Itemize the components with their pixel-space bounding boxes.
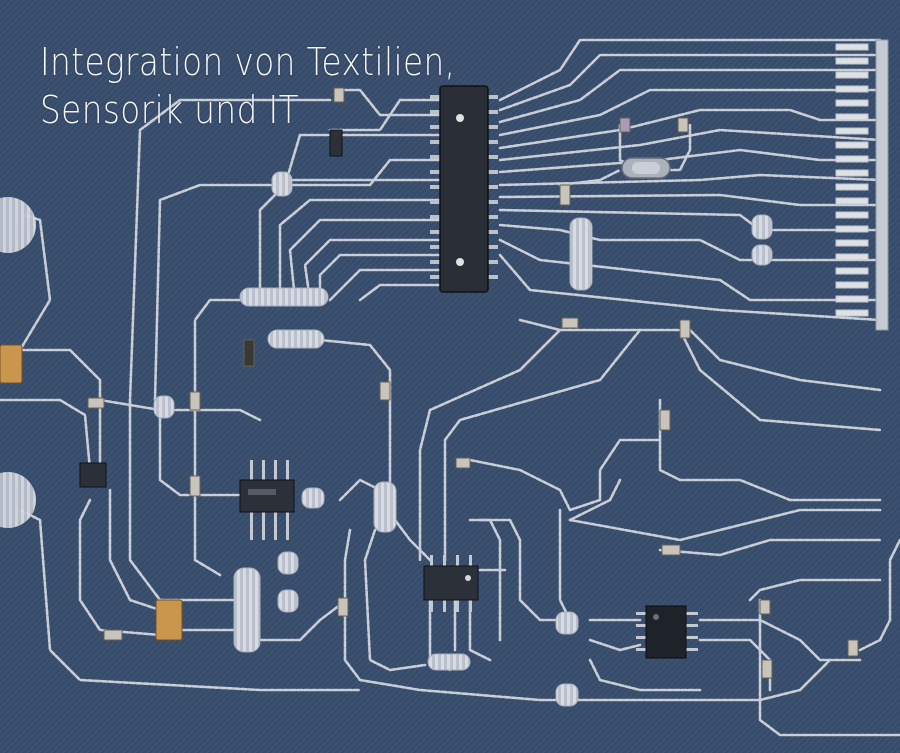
ic-sensor [239, 460, 295, 540]
photo-caption: Integration von Textilien, Sensorik und … [40, 38, 455, 134]
small-ics [79, 460, 698, 659]
edge-connector [835, 39, 889, 331]
capacitor-bottom [155, 599, 183, 641]
caption-line-1: Integration von Textilien, [40, 40, 456, 84]
ic-lower-right [636, 605, 698, 659]
ic-left [79, 462, 107, 488]
sensor-pad-top [0, 197, 36, 253]
stitched-components [153, 171, 773, 707]
caption-line-2: Sensorik und IT [40, 88, 300, 132]
sensor-pad-bottom [0, 472, 36, 528]
crystal-oscillator [621, 157, 671, 179]
microcontroller-chip [430, 85, 498, 293]
capacitor-left [0, 344, 23, 384]
smd-parts [87, 87, 859, 679]
ic-middle [423, 555, 479, 612]
capacitors [0, 344, 183, 641]
sensor-pads [0, 197, 36, 528]
